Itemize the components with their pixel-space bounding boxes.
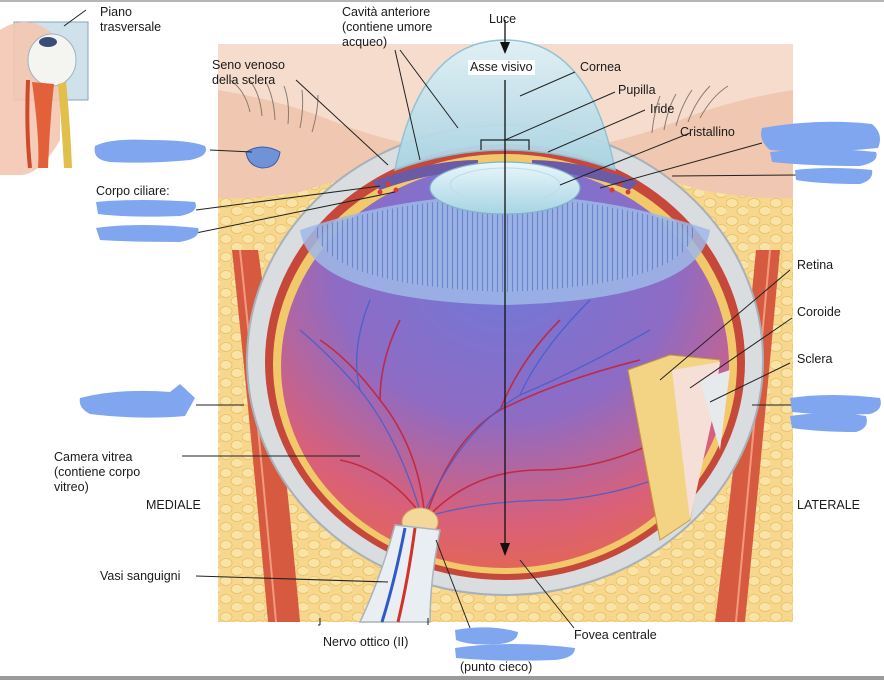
- label-pupilla: Pupilla: [618, 83, 656, 97]
- label-della-sclera: della sclera: [212, 73, 276, 87]
- label-nervo-ottico: Nervo ottico (II): [323, 635, 409, 649]
- label-mediale: MEDIALE: [146, 498, 201, 512]
- label-retina: Retina: [797, 258, 834, 272]
- label-fovea-centrale: Fovea centrale: [574, 628, 657, 642]
- label-camera-vitrea: Camera vitrea: [54, 450, 133, 464]
- label-coroide: Coroide: [797, 305, 841, 319]
- bottom-border: [0, 676, 884, 680]
- label-cornea: Cornea: [580, 60, 621, 74]
- label-iride: Iride: [650, 102, 675, 116]
- label-cavita-contiene: (contiene umore: [342, 20, 433, 34]
- label-piano: Piano: [100, 5, 132, 19]
- label-corpo-ciliare: Corpo ciliare:: [96, 184, 170, 198]
- label-cavita-acqueo: acqueo): [342, 35, 388, 49]
- label-asse-visivo: Asse visivo: [468, 60, 535, 75]
- inset-thumbnail: [0, 9, 89, 175]
- label-seno-venoso: Seno venoso: [212, 58, 285, 72]
- label-cavita-anteriore: Cavità anteriore: [342, 5, 431, 19]
- label-luce: Luce: [489, 12, 517, 26]
- label-trasversale: trasversale: [100, 20, 162, 34]
- label-cristallino: Cristallino: [680, 125, 735, 139]
- label-vasi-sanguigni: Vasi sanguigni: [100, 569, 181, 583]
- label-camera-contiene: (contiene corpo: [54, 465, 141, 479]
- label-laterale: LATERALE: [797, 498, 860, 512]
- redaction-marks: [79, 121, 881, 661]
- label-camera-vitreo: vitreo): [54, 480, 89, 494]
- label-sclera: Sclera: [797, 352, 833, 366]
- label-punto-cieco: (punto cieco): [460, 660, 533, 674]
